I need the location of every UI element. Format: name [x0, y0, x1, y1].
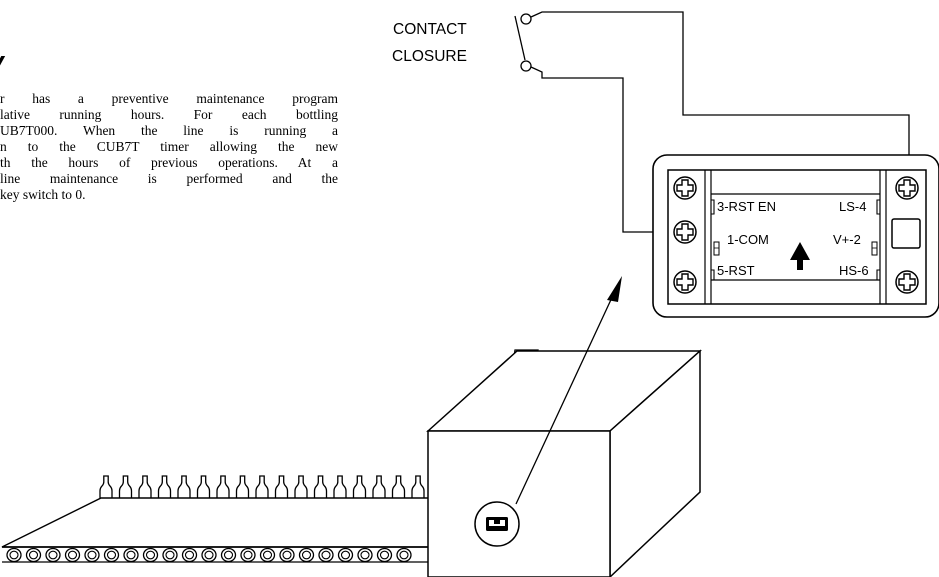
text-line: th the hours of previous operations. At …	[0, 155, 338, 170]
roller-icon	[6, 547, 22, 563]
contact-label-line1: CONTACT	[393, 21, 467, 38]
roller-icon	[64, 547, 81, 563]
up-arrow-icon	[790, 242, 810, 270]
roller-icon	[220, 547, 237, 563]
conveyor	[1, 475, 433, 563]
roller-icon	[162, 547, 178, 563]
roller-row	[6, 547, 412, 563]
roller-icon	[181, 547, 198, 563]
roller-icon	[45, 547, 61, 563]
terminal-label-rst-en: 3-RST EN	[717, 199, 776, 214]
roller-icon	[357, 547, 373, 563]
roller-icon	[396, 547, 412, 563]
text-line: UB7T000. When the line is running a	[0, 123, 338, 138]
text-line: key switch to 0.	[0, 187, 86, 202]
roller-icon	[123, 547, 139, 563]
roller-icon	[259, 547, 276, 563]
roller-icon	[84, 547, 100, 563]
screw-icon	[895, 270, 919, 294]
text-line: r has a preventive maintenance program	[0, 91, 338, 106]
reset-button-square	[891, 218, 921, 249]
screw-icon	[895, 176, 919, 200]
roller-icon	[240, 547, 256, 563]
roller-icon	[25, 547, 42, 563]
terminal-label-ls: LS-4	[839, 199, 866, 214]
roller-icon	[201, 547, 217, 563]
wiring	[530, 11, 910, 233]
terminal-label-hs: HS-6	[839, 263, 869, 278]
text-line: n to the CUB7T timer allowing the new	[0, 139, 338, 154]
terminal-label-com: 1-COM	[727, 232, 769, 247]
conveyor-belt	[1, 497, 433, 548]
text-line: line maintenance is performed and the	[0, 171, 338, 186]
roller-icon	[103, 547, 120, 563]
screw-icon	[673, 176, 697, 200]
contact-switch	[514, 13, 532, 72]
roller-icon	[142, 547, 159, 563]
contact-label-line2: CLOSURE	[392, 48, 467, 65]
terminal-label-vplus: V+-2	[833, 232, 861, 247]
machine-box	[426, 349, 702, 577]
screw-icon	[673, 220, 697, 244]
section-heading: V	[0, 52, 3, 78]
roller-icon	[337, 547, 354, 563]
terminal-label-rst: 5-RST	[717, 263, 755, 278]
roller-icon	[376, 547, 393, 563]
roller-icon	[298, 547, 315, 563]
text-line: lative running hours. For each bottling	[0, 107, 338, 122]
pointer-arrow	[515, 276, 622, 505]
screw-icon	[673, 270, 697, 294]
roller-icon	[279, 547, 295, 563]
roller-icon	[318, 547, 334, 563]
timer-unit: 3-RST EN 1-COM 5-RST LS-4 V+-2 HS-6	[652, 154, 939, 318]
